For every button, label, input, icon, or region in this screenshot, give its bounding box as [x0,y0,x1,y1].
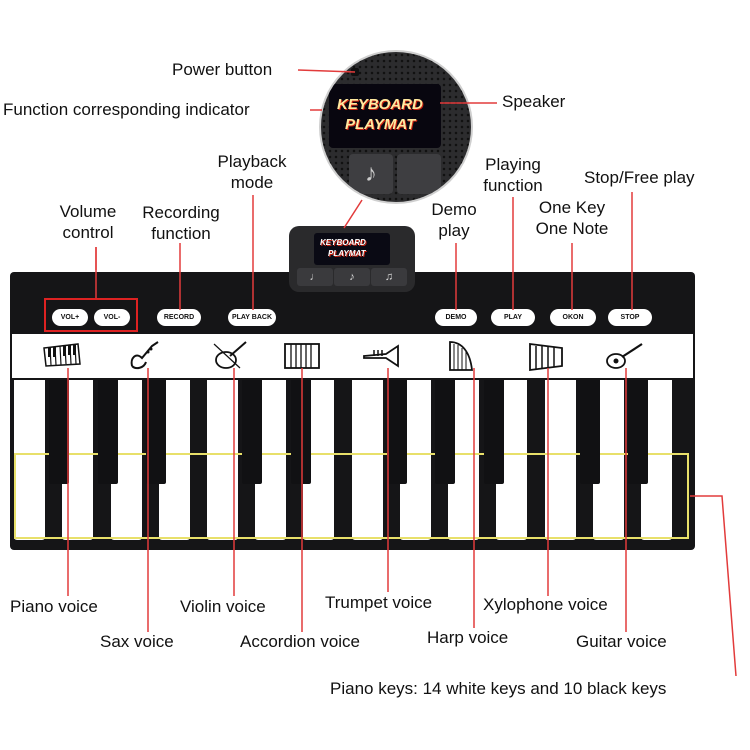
control-module: KEYBOARD PLAYMAT ♩ ♪ ♫ [289,226,415,292]
violin-icon[interactable] [210,338,250,372]
stop-button[interactable]: STOP [608,309,652,326]
module-button-1[interactable]: ♩ [297,268,333,286]
logo-line1: KEYBOARD [337,96,423,113]
module-button-3[interactable]: ♫ [371,268,407,286]
okon-button[interactable]: OKON [550,309,596,326]
piano-icon[interactable] [42,338,82,372]
play-button[interactable]: PLAY [491,309,535,326]
record-button[interactable]: RECORD [157,309,201,326]
black-key[interactable] [242,380,262,484]
label-stop-free-play: Stop/Free play [584,168,695,188]
zoomed-button-2[interactable] [397,154,441,194]
volume-highlight-box [44,298,138,332]
zoomed-button-1[interactable]: ♪ [349,154,393,194]
label-playing-function-1: Playing [460,155,566,175]
module-screen: KEYBOARD PLAYMAT [314,233,390,265]
label-trumpet-voice: Trumpet voice [325,593,432,613]
black-key[interactable] [628,380,648,484]
label-playing-function-2: function [460,176,566,196]
label-volume-control-2: control [38,223,138,243]
label-recording-function-1: Recording [126,203,236,223]
label-one-key-2: One Note [522,219,622,239]
label-playback-mode-2: mode [199,173,305,193]
sax-icon[interactable] [126,338,166,372]
black-key[interactable] [580,380,600,484]
label-speaker: Speaker [502,92,565,112]
label-one-key-1: One Key [522,198,622,218]
label-piano-voice: Piano voice [10,597,98,617]
label-accordion-voice: Accordion voice [240,632,360,652]
power-switch[interactable] [351,68,359,76]
label-guitar-voice: Guitar voice [576,632,667,652]
label-xylophone-voice: Xylophone voice [483,595,608,615]
demo-button[interactable]: DEMO [435,309,477,326]
guitar-icon[interactable] [604,338,644,372]
label-power-button: Power button [172,60,272,80]
black-key[interactable] [146,380,166,484]
module-logo-line2: PLAYMAT [328,249,365,258]
accordion-icon[interactable] [282,338,322,372]
zoomed-screen: KEYBOARD PLAYMAT [329,84,441,148]
black-key[interactable] [98,380,118,484]
label-playback-mode-1: Playback [199,152,305,172]
xylophone-icon[interactable] [526,338,566,372]
module-logo-line1: KEYBOARD [320,238,366,247]
label-demo-play-1: Demo [414,200,494,220]
logo-line2: PLAYMAT [345,116,415,133]
label-piano-keys: Piano keys: 14 white keys and 10 black k… [330,679,666,699]
black-key[interactable] [435,380,455,484]
label-function-indicator: Function corresponding indicator [3,100,250,120]
label-harp-voice: Harp voice [427,628,508,648]
module-button-2[interactable]: ♪ [334,268,370,286]
label-recording-function-2: function [126,224,236,244]
trumpet-icon[interactable] [362,338,402,372]
label-volume-control-1: Volume [38,202,138,222]
black-key[interactable] [291,380,311,484]
harp-icon[interactable] [440,338,480,372]
black-key[interactable] [484,380,504,484]
zoomed-module: KEYBOARD PLAYMAT ♪ [319,50,473,204]
play-back-button[interactable]: PLAY BACK [228,309,276,326]
label-sax-voice: Sax voice [100,632,174,652]
black-key[interactable] [49,380,69,484]
label-demo-play-2: play [414,221,494,241]
instrument-strip [12,334,693,378]
black-key[interactable] [387,380,407,484]
label-violin-voice: Violin voice [180,597,266,617]
